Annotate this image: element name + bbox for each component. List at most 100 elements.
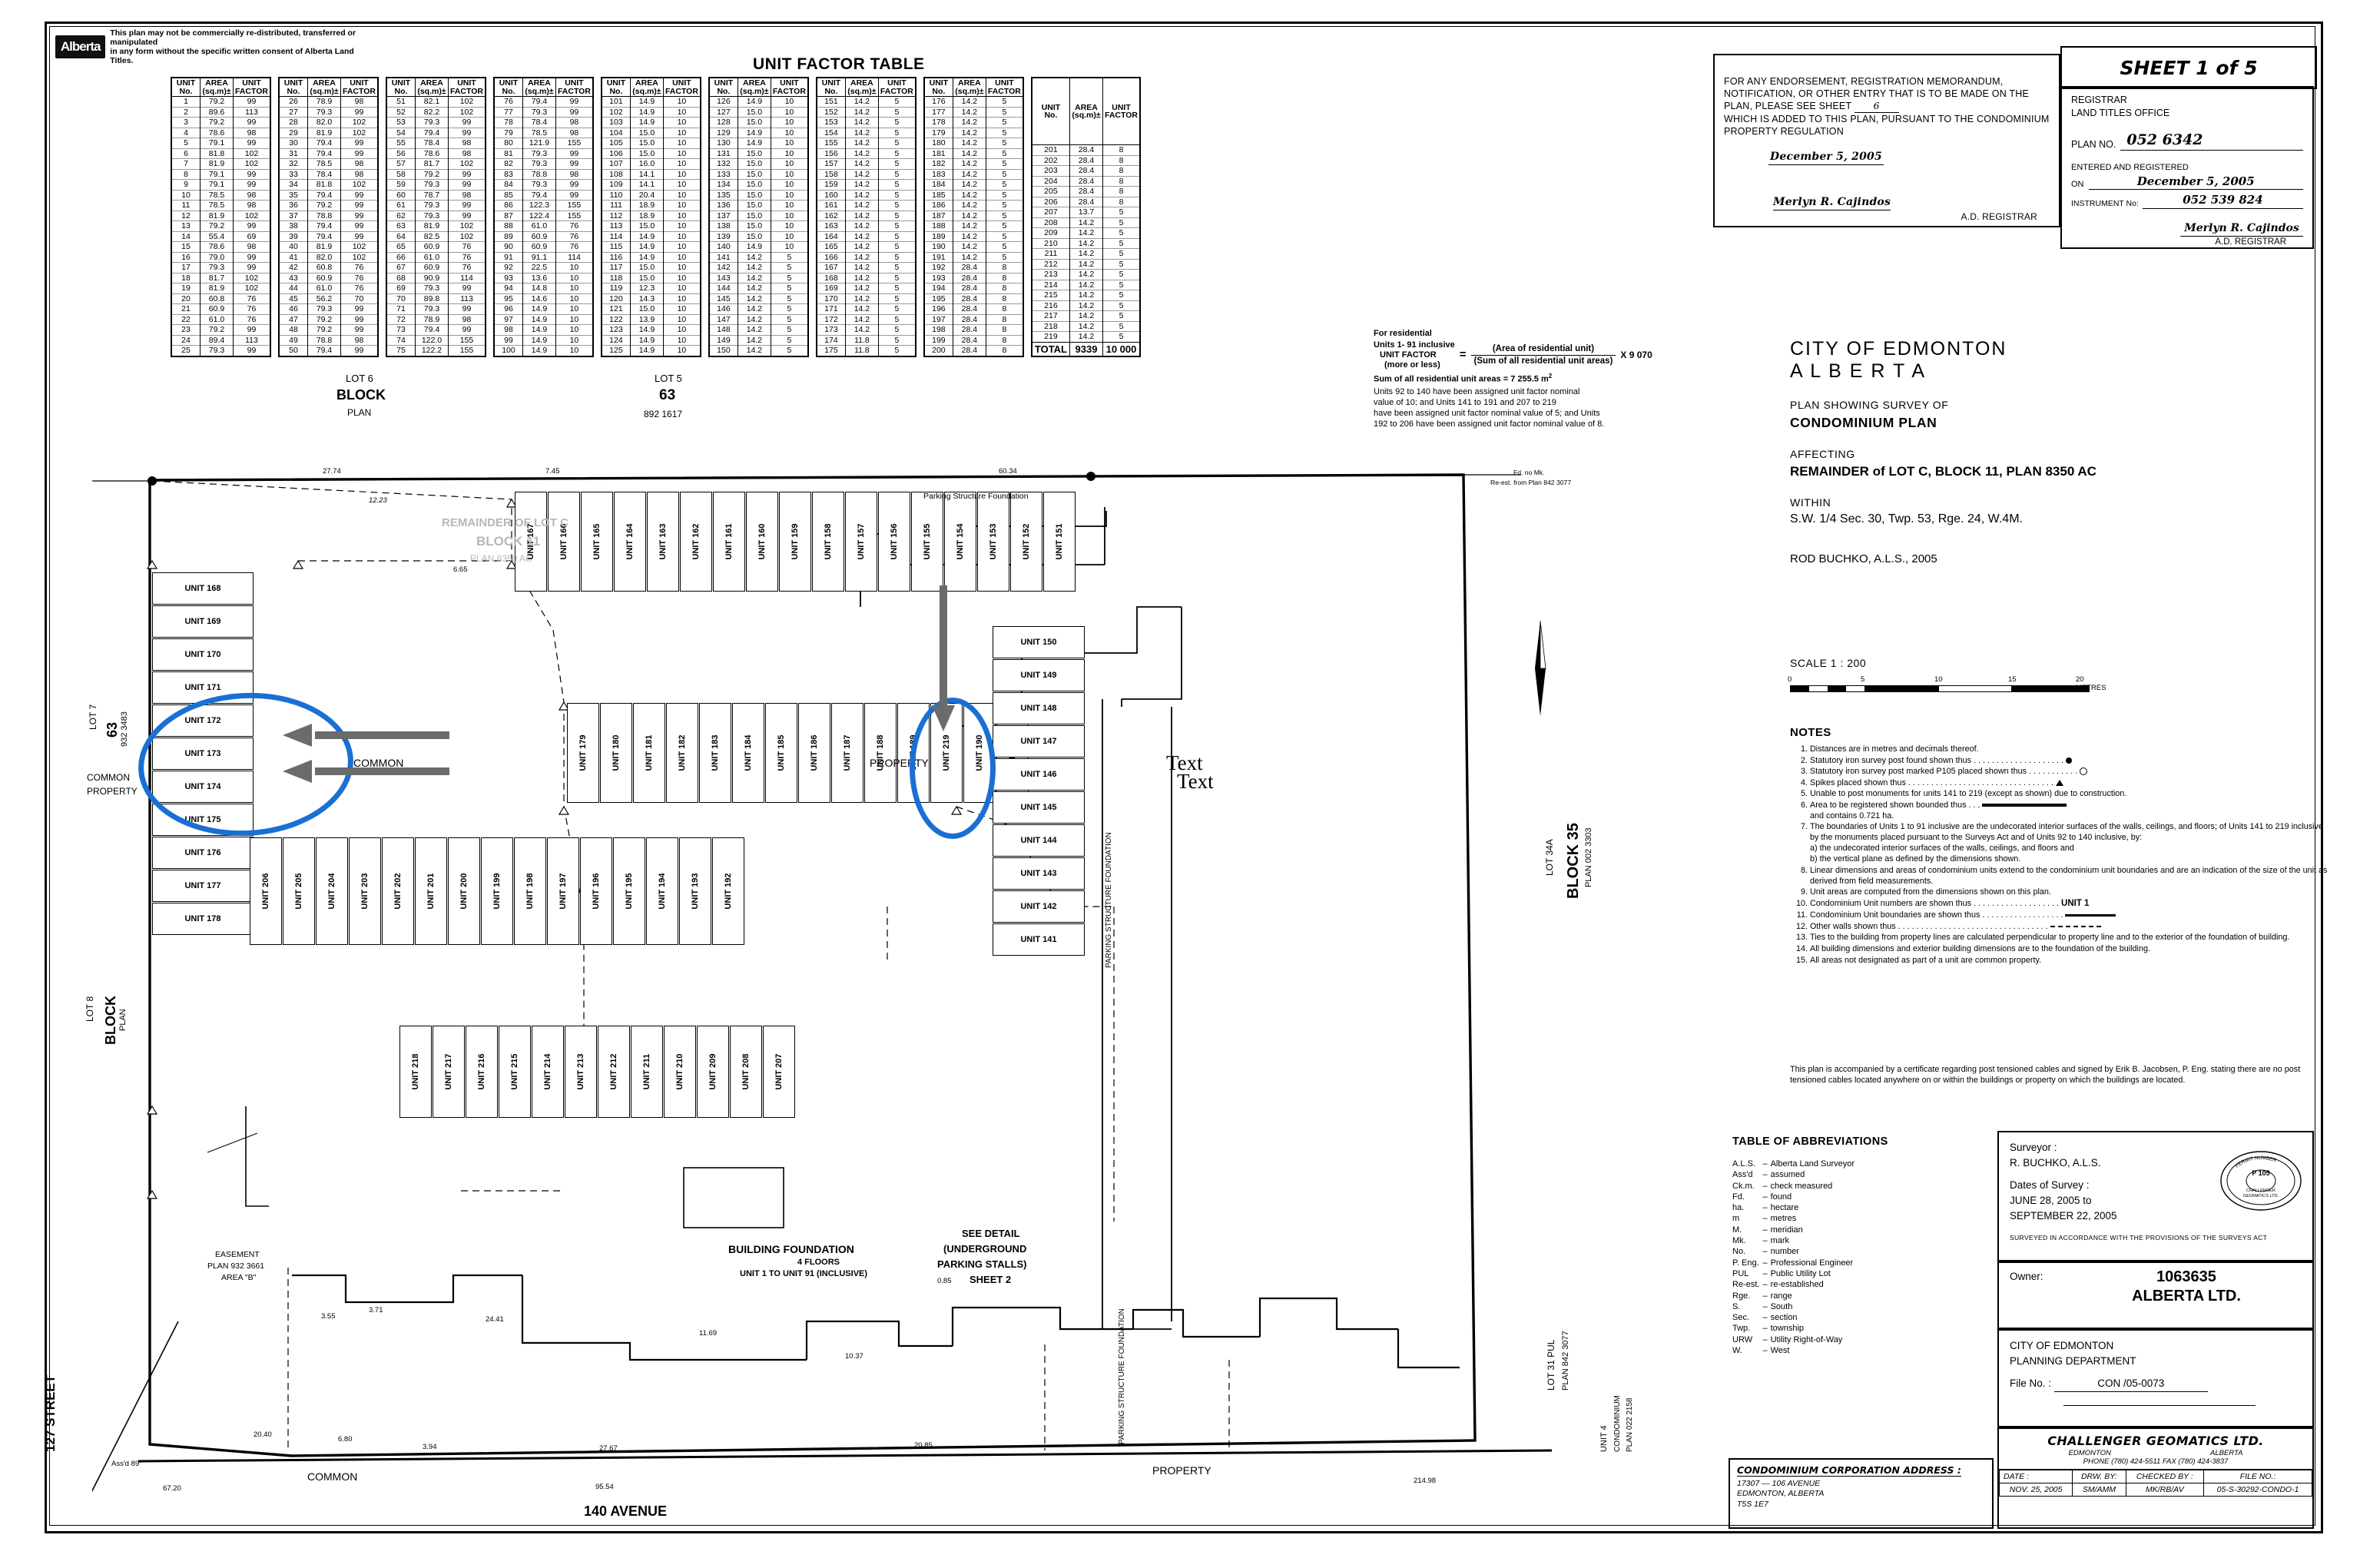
unit-label: UNIT 203	[360, 873, 370, 910]
cc-heading: CONDOMINIUM CORPORATION ADDRESS :	[1737, 1464, 1961, 1477]
unit-cell[interactable]: UNIT 160	[746, 492, 778, 592]
post-found-icon	[2066, 757, 2073, 764]
unit-cell[interactable]: UNIT 206	[250, 837, 282, 945]
unit-cell[interactable]: UNIT 172	[152, 704, 254, 737]
unit-cell[interactable]: UNIT 169	[152, 605, 254, 638]
unit-cell[interactable]: UNIT 179	[567, 703, 599, 803]
unit-cell[interactable]: UNIT 182	[666, 703, 698, 803]
unit-cell[interactable]: UNIT 159	[779, 492, 811, 592]
unit-cell[interactable]: UNIT 195	[613, 837, 645, 945]
unit-cell[interactable]: UNIT 198	[514, 837, 546, 945]
unit-cell[interactable]: UNIT 213	[565, 1026, 597, 1118]
unit-cell[interactable]: UNIT 215	[499, 1026, 531, 1118]
unit-cell[interactable]: UNIT 193	[679, 837, 711, 945]
unit-cell[interactable]: UNIT 161	[713, 492, 745, 592]
unit-cell[interactable]: UNIT 211	[631, 1026, 663, 1118]
scale-label: SCALE 1 : 200	[1790, 657, 1867, 669]
unit-cell[interactable]: UNIT 207	[763, 1026, 795, 1118]
unit-cell[interactable]: UNIT 141	[993, 923, 1085, 956]
unit-cell[interactable]: UNIT 214	[532, 1026, 564, 1118]
unit-cell[interactable]: UNIT 171	[152, 671, 254, 704]
parking-structure-bottom: PARKING STRUCTURE FOUNDATION	[1118, 1308, 1126, 1444]
unit-cell[interactable]: UNIT 185	[765, 703, 797, 803]
unit-cell[interactable]: UNIT 164	[614, 492, 646, 592]
unit-cell[interactable]: UNIT 154	[944, 492, 976, 592]
unit-cell[interactable]: UNIT 186	[798, 703, 830, 803]
unit-cell[interactable]: UNIT 150	[993, 626, 1085, 658]
unit-cell[interactable]: UNIT 168	[152, 572, 254, 605]
unit-cell[interactable]: UNIT 192	[712, 837, 744, 945]
unit-cell[interactable]: UNIT 212	[598, 1026, 630, 1118]
building-foundation-2: 4 FLOORS	[797, 1258, 840, 1267]
dim-3-94: 3.94	[423, 1443, 437, 1451]
note-10-unit-marker: UNIT 1	[2061, 898, 2090, 908]
unit-cell[interactable]: UNIT 156	[878, 492, 910, 592]
unit-cell[interactable]: UNIT 174	[152, 771, 254, 803]
unit-cell[interactable]: UNIT 157	[845, 492, 877, 592]
unit-cell[interactable]: UNIT 203	[349, 837, 381, 945]
registered-label: ENTERED AND REGISTERED	[2071, 163, 2189, 173]
unit-cell[interactable]: UNIT 145	[993, 791, 1085, 824]
file-no-label: File No. :	[2010, 1377, 2052, 1390]
title-affecting-label: AFFECTING	[1790, 448, 1855, 460]
unit-cell[interactable]: UNIT 163	[647, 492, 679, 592]
unit-cell[interactable]: UNIT 178	[152, 903, 254, 935]
unit-cell[interactable]: UNIT 218	[399, 1026, 432, 1118]
unit-cell[interactable]: UNIT 204	[316, 837, 348, 945]
unit-cell[interactable]: UNIT 201	[415, 837, 447, 945]
unit-cell[interactable]: UNIT 200	[448, 837, 480, 945]
unit-cell[interactable]: UNIT 181	[633, 703, 665, 803]
unit-cell[interactable]: UNIT 184	[732, 703, 764, 803]
unit-cell[interactable]: UNIT 175	[152, 804, 254, 836]
unit-cell[interactable]: UNIT 165	[581, 492, 613, 592]
resid-note-3: have been assigned unit factor nominal v…	[1374, 408, 1600, 418]
unit-cell[interactable]: UNIT 148	[993, 692, 1085, 724]
unit-cell[interactable]: UNIT 205	[283, 837, 315, 945]
unit-cell[interactable]: UNIT 144	[993, 824, 1085, 857]
unit-cell[interactable]: UNIT 143	[993, 857, 1085, 890]
unit-cell[interactable]: UNIT 183	[699, 703, 731, 803]
unit-cell[interactable]: UNIT 162	[680, 492, 712, 592]
unit-cell[interactable]: UNIT 199	[481, 837, 513, 945]
unit-cell[interactable]: UNIT 197	[547, 837, 579, 945]
date-from: JUNE 28, 2005 to	[2010, 1194, 2092, 1206]
unit-cell[interactable]: UNIT 155	[911, 492, 943, 592]
unit-cell[interactable]: UNIT 217	[433, 1026, 465, 1118]
unit-cell[interactable]: UNIT 216	[466, 1026, 498, 1118]
unit-cell[interactable]: UNIT 170	[152, 638, 254, 671]
unit-cell[interactable]: UNIT 194	[646, 837, 678, 945]
unit-cell[interactable]: UNIT 208	[730, 1026, 762, 1118]
unit-cell[interactable]: UNIT 196	[580, 837, 612, 945]
unit-cell[interactable]: UNIT 142	[993, 890, 1085, 923]
abbreviation-row: Re-est.–re-established	[1732, 1279, 1858, 1290]
unit-cell[interactable]: UNIT 153	[977, 492, 1009, 592]
unit-label: UNIT 207	[774, 1053, 784, 1090]
unit-cell[interactable]: UNIT 173	[152, 738, 254, 770]
unit-cell[interactable]: UNIT 167	[515, 492, 547, 592]
unit-cell[interactable]: UNIT 210	[664, 1026, 696, 1118]
unit-cell[interactable]: UNIT 149	[993, 659, 1085, 691]
unit-cell[interactable]: UNIT 176	[152, 837, 254, 869]
unit-cell[interactable]: UNIT 151	[1043, 492, 1076, 592]
unit-cell[interactable]: UNIT 187	[831, 703, 863, 803]
unit-cell[interactable]: UNIT 180	[600, 703, 632, 803]
unit-cell[interactable]: UNIT 177	[152, 870, 254, 902]
unit-cell[interactable]: UNIT 158	[812, 492, 844, 592]
abbrev-value: re-established	[1770, 1280, 1824, 1290]
unit-cell[interactable]: UNIT 146	[993, 758, 1085, 791]
plan-title-block: CITY OF EDMONTON A L B E R T A PLAN SHOW…	[1790, 338, 2328, 565]
unit-cell[interactable]: UNIT 209	[697, 1026, 729, 1118]
note-11: Condominium Unit boundaries are shown th…	[1810, 910, 2328, 920]
unit-cell[interactable]: UNIT 152	[1010, 492, 1042, 592]
unit-cell[interactable]: UNIT 147	[993, 725, 1085, 757]
abbrev-key: Twp.	[1732, 1324, 1751, 1334]
unit-cell[interactable]: UNIT 166	[548, 492, 580, 592]
unit-cell[interactable]: UNIT 188	[864, 703, 897, 803]
unit-cell[interactable]: UNIT 202	[382, 837, 414, 945]
endorsement-body2: WHICH IS ADDED TO THIS PLAN, PURSUANT TO…	[1724, 114, 2050, 137]
